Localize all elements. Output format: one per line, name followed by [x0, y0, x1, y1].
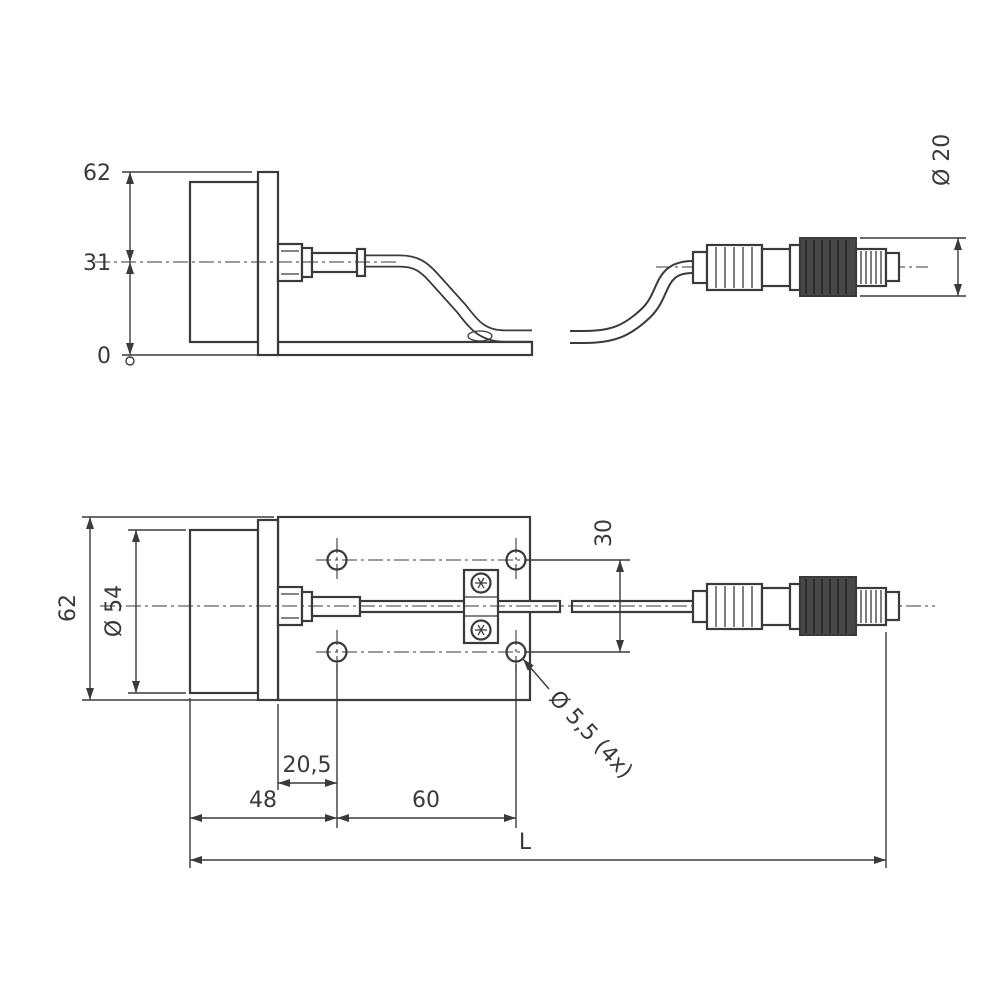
dim-label-20-5: 20,5: [283, 753, 332, 778]
connector-plan: [691, 576, 901, 636]
connector-grip-ribs: [715, 586, 753, 627]
extension-lines-62: [82, 516, 274, 701]
mounting-flange-side: [256, 170, 280, 357]
screw-torx-bottom: [475, 624, 487, 636]
connector-thread-lines: [860, 590, 882, 623]
connector-mid: [760, 247, 792, 288]
connector-tip: [884, 251, 901, 283]
cable-clamp-side: [467, 330, 493, 342]
mounting-flange-plan: [256, 518, 280, 702]
extension-lines-30: [526, 559, 630, 653]
dim-label-48: 48: [249, 788, 277, 813]
dim-label-dia20: Ø 20: [930, 134, 955, 186]
mounting-hole: [326, 549, 348, 571]
cable-up-inner: [570, 262, 694, 342]
leader-line-holes: [522, 658, 550, 690]
connector-thread-lines: [860, 251, 882, 284]
connector-tip: [884, 590, 901, 622]
mounting-hole: [326, 641, 348, 663]
plan-view: 62 Ø 54 30 Ø 5,5 (4x) 20,5 48 60 L: [56, 515, 935, 868]
dim-label-31: 31: [83, 251, 111, 276]
sensor-body-plan: [188, 528, 260, 695]
dim-label-30: 30: [592, 519, 617, 547]
connector-ring: [788, 243, 802, 292]
clamp-block: [462, 568, 500, 645]
datum-zero-circle: [125, 356, 135, 366]
mounting-hole: [505, 549, 527, 571]
connector-boot: [691, 589, 709, 624]
shaft-nut-chamfer-lines: [281, 250, 299, 275]
dim-label-62-plan: 62: [56, 594, 81, 622]
cable-down-inner: [365, 256, 532, 341]
connector-knurl-lines: [805, 240, 847, 294]
dim-label-62-side: 62: [83, 161, 111, 186]
connector-ring: [788, 582, 802, 631]
clamp-rod-lines: [464, 596, 498, 617]
shaft-nut-chamfer-lines-plan: [281, 593, 299, 619]
mounting-hole: [505, 641, 527, 663]
connector-mid: [760, 586, 792, 627]
screw-torx-top: [475, 577, 487, 589]
side-view: 62 31 0 Ø 20: [83, 134, 966, 369]
dim-label-0: 0: [97, 344, 111, 369]
dim-label-60: 60: [412, 788, 440, 813]
dim-label-dia54: Ø 54: [102, 585, 127, 637]
extension-lines-dia20: [860, 237, 966, 297]
hole-centerlines: [316, 538, 540, 674]
bracket-plate-side: [276, 340, 534, 357]
connector-side: [691, 237, 901, 297]
connector-knurled-nut: [799, 576, 857, 636]
connector-boot: [691, 250, 709, 285]
connector-grip-ribs: [715, 247, 753, 288]
dim-label-L: L: [519, 830, 532, 855]
connector-knurl-lines: [805, 579, 847, 633]
extension-lines-bottom: [189, 632, 887, 868]
connector-knurled-nut: [799, 237, 857, 297]
